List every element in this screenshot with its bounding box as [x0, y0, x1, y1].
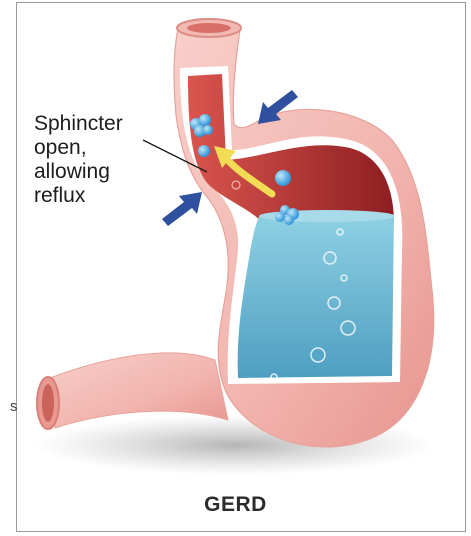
callout-line: allowing: [34, 160, 123, 184]
sphincter-callout: Sphincter open, allowing reflux: [34, 112, 123, 208]
bubble-icon: [203, 125, 213, 135]
callout-line: open,: [34, 136, 123, 160]
duodenum-lumen: [42, 384, 54, 422]
callout-line: reflux: [34, 184, 123, 208]
diagram-caption: GERD: [0, 493, 471, 517]
inward-arrow-icon: [162, 192, 202, 226]
bubble-icon: [199, 114, 211, 126]
esophagus-opening-inner: [187, 23, 231, 33]
stomach-acid: [238, 215, 394, 378]
bubble-icon: [275, 170, 291, 186]
bubble-icon: [275, 212, 285, 222]
bubble-icon: [198, 145, 210, 157]
callout-line: Sphincter: [34, 112, 123, 136]
bubble-icon: [284, 215, 294, 225]
